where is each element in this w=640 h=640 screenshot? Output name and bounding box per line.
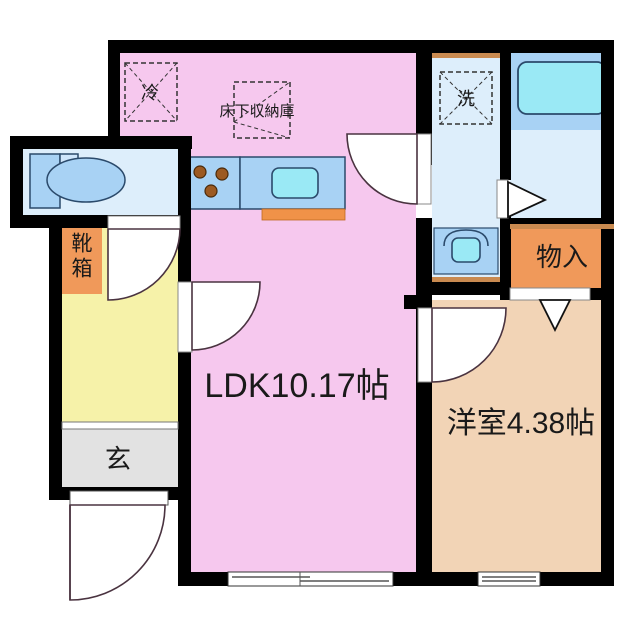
fridge-label: 冷 <box>141 83 159 103</box>
wall-washroom-bath-lower <box>500 216 511 292</box>
fixtures: 冷 床下収納庫 洗 <box>29 61 607 275</box>
label-bedroom: 洋室4.38帖 <box>447 407 595 440</box>
washroom-door[interactable] <box>346 133 432 205</box>
toilet-bowl-icon <box>29 153 126 209</box>
label-ldk: LDK10.17帖 <box>204 367 389 405</box>
room-labels: LDK10.17帖 洋室4.38帖 玄 物入 靴 箱 <box>72 233 596 474</box>
ldk-window <box>227 571 394 587</box>
label-entrance: 玄 <box>105 444 131 474</box>
label-shoebox-2: 箱 <box>72 258 93 281</box>
entrance-door[interactable] <box>69 490 169 601</box>
room-shoebox-fill <box>62 222 102 294</box>
stove-icon <box>187 156 241 210</box>
wall-washroom-bottom <box>416 282 511 295</box>
bath-folding-door[interactable] <box>496 179 548 219</box>
doors-and-windows <box>61 53 614 601</box>
wall-bath-bottom <box>500 218 614 229</box>
fridge-icon <box>124 62 178 122</box>
label-closet: 物入 <box>536 242 588 272</box>
wall-hallway-right <box>178 149 191 572</box>
floor-storage-icon <box>233 81 291 139</box>
label-shoebox: 靴 <box>72 233 93 256</box>
washroom-top-trim <box>432 53 500 58</box>
wall-right <box>601 40 614 586</box>
washer-icon <box>439 71 493 125</box>
room-closet-fill <box>510 228 614 290</box>
room-entrance-fill <box>62 428 178 498</box>
vanity-basin-icon <box>433 227 499 275</box>
wall-washroom-bath <box>500 40 511 180</box>
sink-icon <box>239 156 346 210</box>
washer-label: 洗 <box>457 89 475 109</box>
bedroom-window <box>477 571 541 587</box>
wall-ldk-left-upper <box>108 40 120 148</box>
kitchen-counter-front <box>261 208 346 221</box>
bedroom-door[interactable] <box>417 307 507 383</box>
toilet-door[interactable] <box>107 215 181 301</box>
wall-toilet-left <box>10 136 23 228</box>
wall-hallway-left <box>49 215 62 500</box>
wall-toilet-top <box>10 136 192 149</box>
bathtub-icon <box>517 61 607 115</box>
hallway-step-line <box>61 421 179 430</box>
closet-folding-door[interactable] <box>509 287 591 333</box>
ldk-entry-door[interactable] <box>177 281 261 353</box>
floor-storage-label: 床下収納庫 <box>219 103 294 120</box>
wall-top <box>108 40 614 53</box>
wall-stub-ldk-bed <box>404 295 418 309</box>
washroom-bottom-trim <box>432 277 500 282</box>
closet-top-trim <box>510 224 614 229</box>
